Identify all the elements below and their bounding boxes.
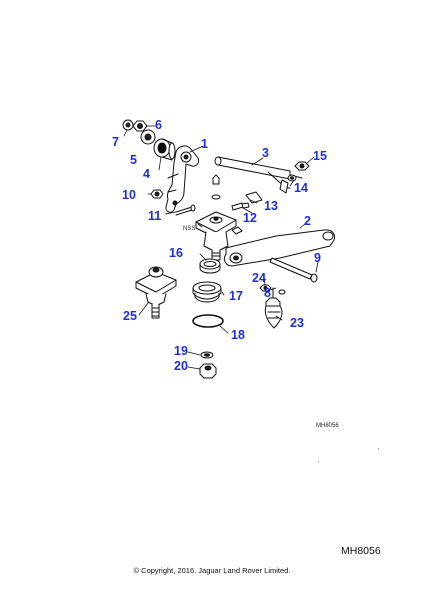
callout-13: 13 (264, 199, 278, 213)
part-3-track-rod (214, 156, 303, 194)
callout-9: 9 (314, 251, 321, 265)
part-5-washer (140, 129, 156, 145)
callout-6: 6 (155, 118, 162, 132)
part-20-castle-nut (199, 363, 217, 379)
callout-2: 2 (304, 214, 311, 228)
callout-7: 7 (112, 135, 119, 149)
callout-24: 24 (252, 271, 266, 285)
part-1-idler-bracket (165, 145, 200, 213)
part-19-washer (200, 351, 214, 359)
part-2-drag-link (223, 226, 335, 267)
part-4-bush (153, 138, 176, 161)
callout-15: 15 (313, 149, 327, 163)
nss-label: NSS (183, 226, 195, 232)
part-6-nut (132, 120, 148, 132)
callout-23: 23 (290, 316, 304, 330)
part-8-washer (278, 289, 286, 295)
part-11-split-pin (175, 204, 196, 216)
callout-11: 11 (148, 209, 161, 223)
grease-nipple (211, 174, 221, 200)
part-10-nut (150, 189, 164, 199)
callout-16: 16 (169, 246, 183, 260)
callout-labels: 1 2 3 4 5 6 7 8 9 10 11 12 13 14 15 16 1… (112, 118, 327, 373)
callout-19: 19 (174, 344, 188, 358)
callout-1: 1 (201, 137, 208, 151)
part-16-seal (199, 258, 221, 274)
callout-25: 25 (123, 309, 137, 323)
part-17-gaiter (192, 281, 222, 303)
diagram-ref-code: MH8056 (316, 423, 339, 429)
part-9-bolt (269, 257, 318, 283)
part-7-washer (122, 119, 134, 131)
part-25-ball-joint (135, 266, 177, 319)
callout-14: 14 (294, 181, 308, 195)
callout-4: 4 (143, 167, 150, 181)
part-24-nut (259, 284, 272, 292)
callout-18: 18 (231, 328, 245, 342)
callout-17: 17 (229, 289, 243, 303)
leader-lines (123, 125, 319, 370)
part-12-bolt (231, 202, 250, 211)
callout-8: 8 (264, 286, 271, 300)
footer-ref-code: MH8056 (341, 545, 381, 557)
nss-ball-joint (195, 211, 237, 261)
callout-10: 10 (122, 188, 136, 202)
part-14-washer (287, 174, 297, 182)
callout-5: 5 (130, 153, 137, 167)
callout-12: 12 (243, 211, 257, 225)
part-15-nut (294, 161, 310, 171)
part-18-o-ring (192, 314, 224, 328)
copyright-text: © Copyright, 2016. Jaguar Land Rover Lim… (133, 566, 291, 575)
callout-3: 3 (262, 146, 269, 160)
callout-20: 20 (174, 359, 188, 373)
part-23-bump-stop (264, 287, 283, 329)
